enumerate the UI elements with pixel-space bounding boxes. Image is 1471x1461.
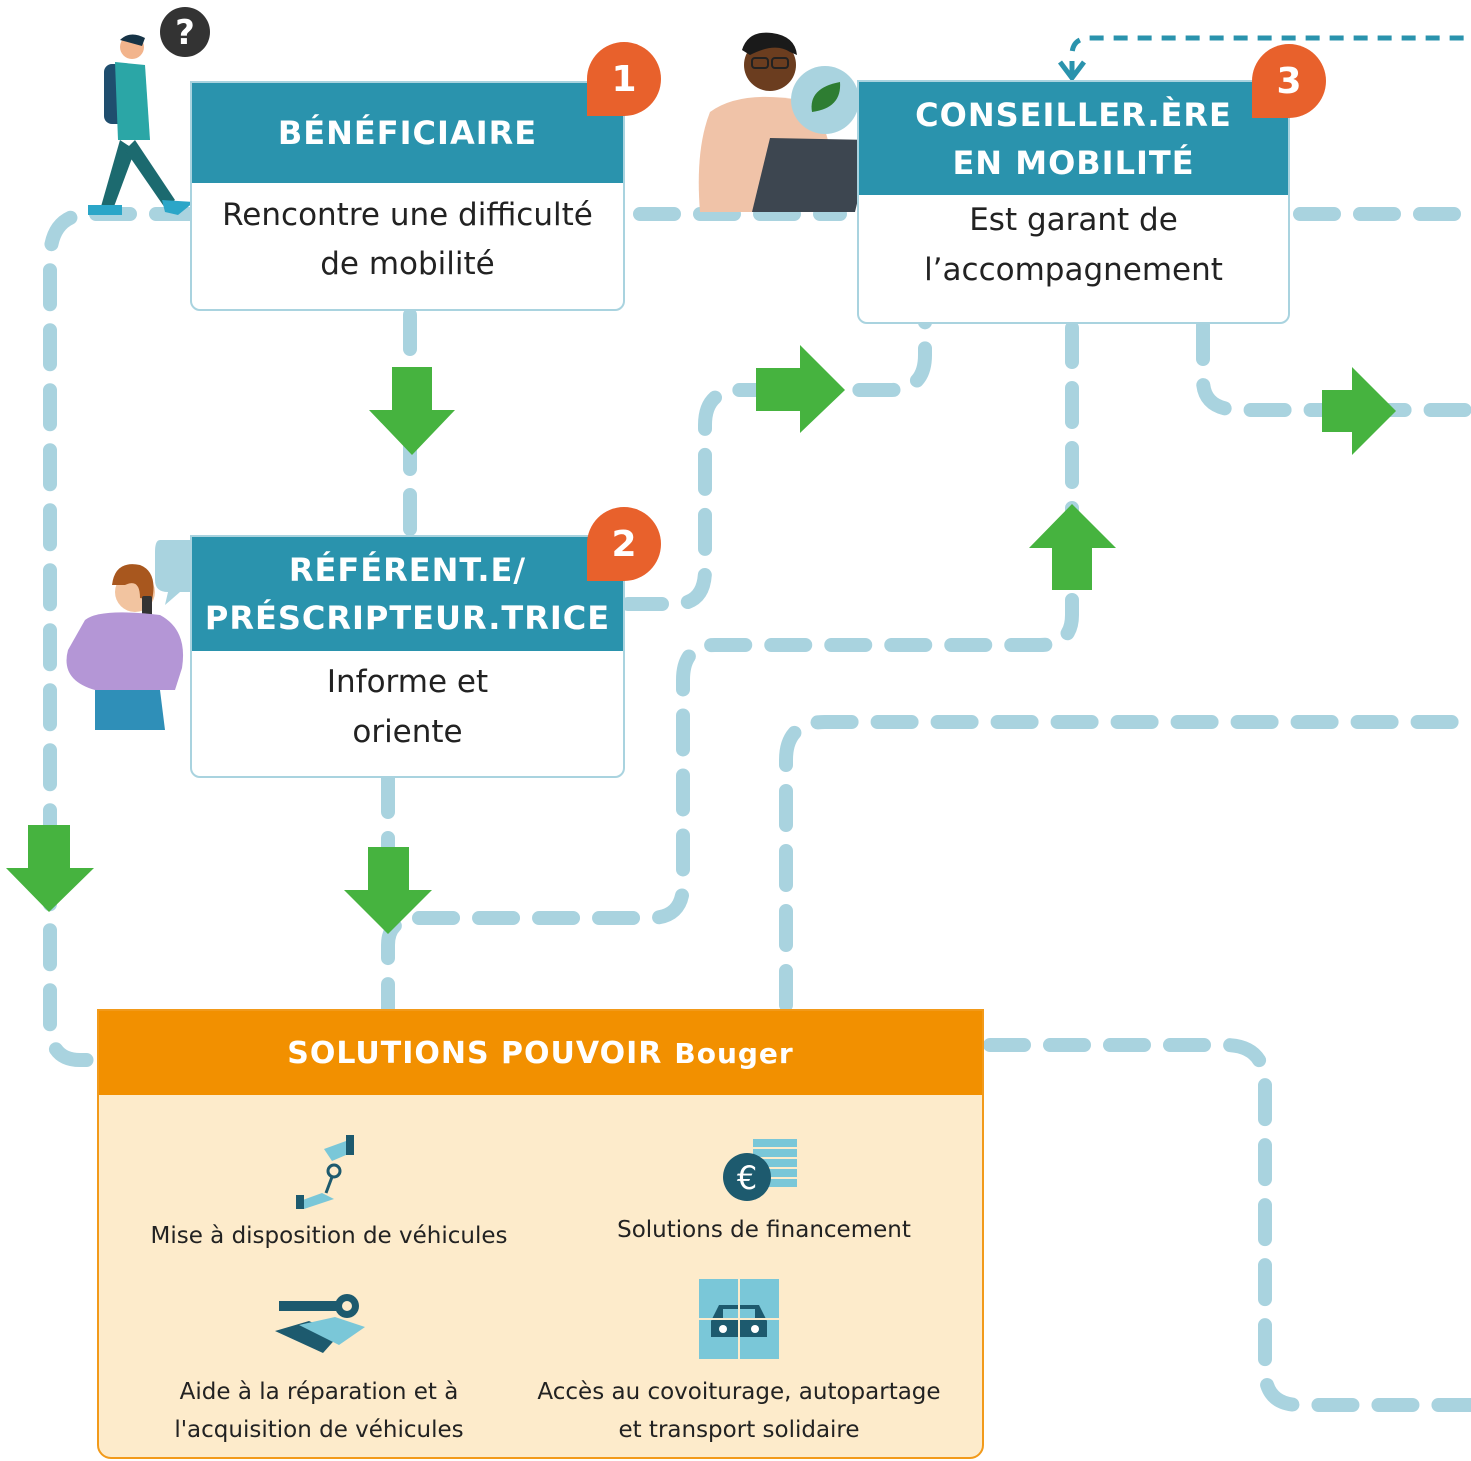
solution-label: Solutions de financement [617,1217,911,1243]
leaf-icon [811,82,841,112]
arrow-down-icon [6,825,94,912]
green-arrows [6,345,1396,934]
key-hand-icon [296,1135,354,1209]
arrow-right-icon [1322,367,1396,455]
solutions-box: SOLUTIONS POUVOIR Bouger Mise à disposit… [97,1009,984,1459]
solutions-title-caps: SOLUTIONS POUVOIR [287,1035,663,1071]
solution-label: Mise à disposition de véhicules [150,1223,508,1249]
woman-phone-illustration [66,540,242,730]
step-badge-1: 1 [587,42,661,116]
arrow-right-icon [756,345,845,433]
solution-label-line2: l'acquisition de véhicules [174,1417,464,1443]
euro-coins-icon: € [723,1139,797,1201]
connector-referent-right [621,315,932,611]
wrench-handshake-icon [275,1294,365,1353]
beneficiaire-line1: Rencontre une difficulté [222,197,593,233]
referent-line2: oriente [352,714,463,750]
arrow-up-icon [1029,504,1116,590]
solution-item-reparation: Aide à la réparation et à l'acquisition … [119,1291,519,1449]
walking-person-illustration [88,34,194,215]
solution-item-financement: € Solutions de financement [589,1131,939,1243]
svg-text:€: € [737,1159,757,1197]
arrow-down-icon [369,367,455,455]
solution-item-covoiturage: Accès au covoiturage, autopartage et tra… [519,1277,959,1449]
referent-title-line1: RÉFÉRENT.E/ [288,551,527,589]
arrow-down-icon [344,847,432,934]
solutions-title-word: Bouger [674,1036,794,1070]
conseiller-title-line1: CONSEILLER.ÈRE [915,95,1232,134]
return-dashed-arrow [1069,35,1471,75]
solution-label-line1: Aide à la réparation et à [179,1379,459,1405]
connector-solutions-right [983,1038,1471,1412]
question-circle-icon [160,7,210,57]
connector-conseiller-right-down [1196,318,1471,417]
beneficiaire-box: BÉNÉFICIAIRE Rencontre une difficulté de… [190,81,625,311]
step-badge-3: 3 [1252,44,1326,118]
step-badge-2: 2 [587,507,661,581]
beneficiaire-title: BÉNÉFICIAIRE [192,83,623,183]
beneficiaire-line2: de mobilité [320,246,495,282]
man-laptop-illustration [698,32,872,212]
referent-box: RÉFÉRENT.E/ PRÉSCRIPTEUR.TRICE Informe e… [190,535,625,778]
conseiller-title-line2: EN MOBILITÉ [952,143,1195,182]
connector-lower-loop [779,715,1471,1012]
car-puzzle-icon [699,1279,779,1359]
referent-line1: Informe et [326,664,489,700]
solution-label-line1: Accès au covoiturage, autopartage [537,1379,941,1405]
connector-middle-loop [381,593,1079,1016]
referent-title-line2: PRÉSCRIPTEUR.TRICE [204,599,611,637]
connector-beneficiaire-loop [43,207,197,1067]
solution-item-vehicules: Mise à disposition de véhicules [119,1131,539,1249]
dashed-connectors [43,207,1471,1412]
solution-label-line2: et transport solidaire [618,1417,860,1443]
conseiller-box: CONSEILLER.ÈRE EN MOBILITÉ Est garant de… [857,80,1290,324]
solutions-title: SOLUTIONS POUVOIR Bouger [99,1011,982,1095]
conseiller-line1: Est garant de [969,202,1178,238]
conseiller-line2: l’accompagnement [924,252,1223,288]
return-arrowhead-icon [1058,60,1086,83]
question-mark: ? [175,13,195,53]
